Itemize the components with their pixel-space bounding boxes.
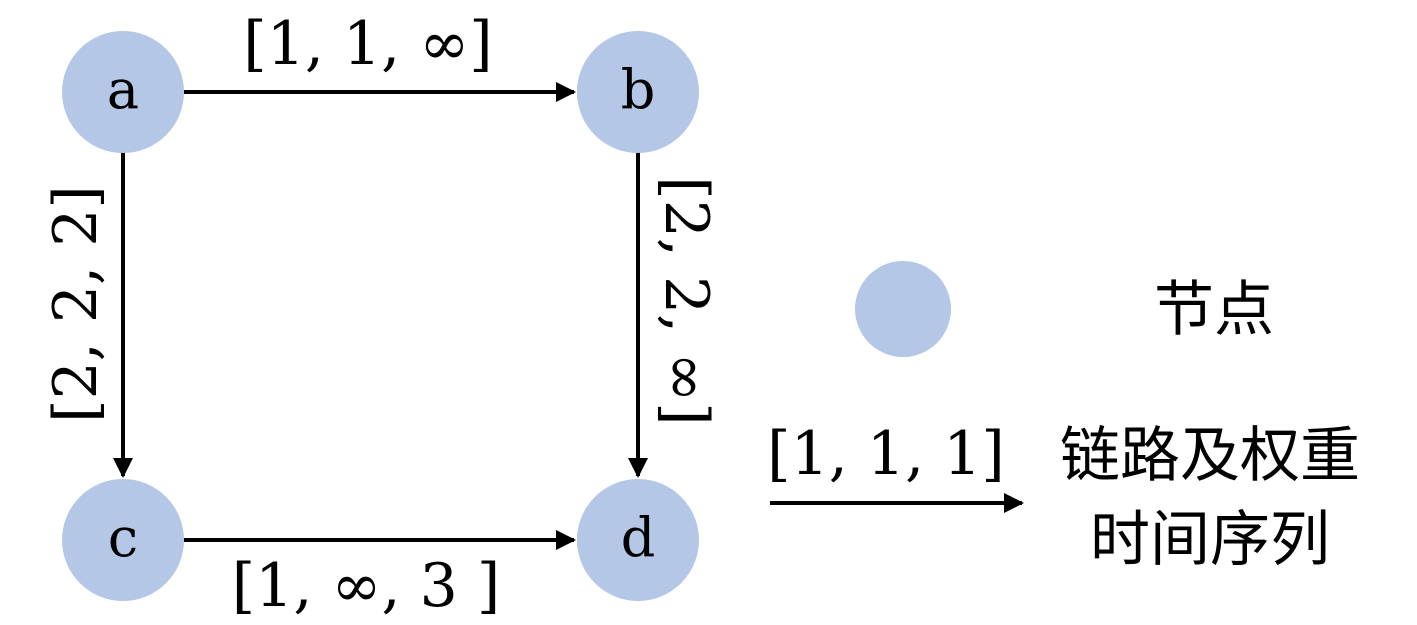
- node-c: c: [62, 479, 184, 601]
- node-b: b: [577, 31, 699, 153]
- legend-edge: [1, 1, 1] 链路及权重 时间序列: [767, 419, 1360, 575]
- legend-edge-label-line2: 时间序列: [1090, 505, 1330, 575]
- node-b-circle: [577, 31, 699, 153]
- node-d: d: [577, 479, 699, 601]
- node-a-label: a: [107, 58, 139, 121]
- node-d-label: d: [621, 506, 656, 569]
- node-a: a: [62, 31, 184, 153]
- edge-b-d-weights: [2, 2, ∞]: [651, 176, 721, 425]
- legend-node-swatch: [855, 261, 951, 357]
- edge-c-d-weights: [1, ∞, 3 ]: [232, 551, 501, 621]
- legend-edge-label-line1: 链路及权重: [1060, 421, 1360, 491]
- edge-a-c-weights: [2, 2, 2]: [41, 185, 111, 423]
- legend-node: 节点: [855, 261, 1274, 357]
- legend-node-label: 节点: [1154, 275, 1274, 345]
- node-c-label: c: [108, 506, 138, 569]
- node-c-circle: [62, 479, 184, 601]
- node-d-circle: [577, 479, 699, 601]
- legend-edge-weights: [1, 1, 1]: [767, 419, 1005, 489]
- node-b-label: b: [621, 58, 656, 121]
- edge-a-b-weights: [1, 1, ∞]: [243, 9, 492, 79]
- node-a-circle: [62, 31, 184, 153]
